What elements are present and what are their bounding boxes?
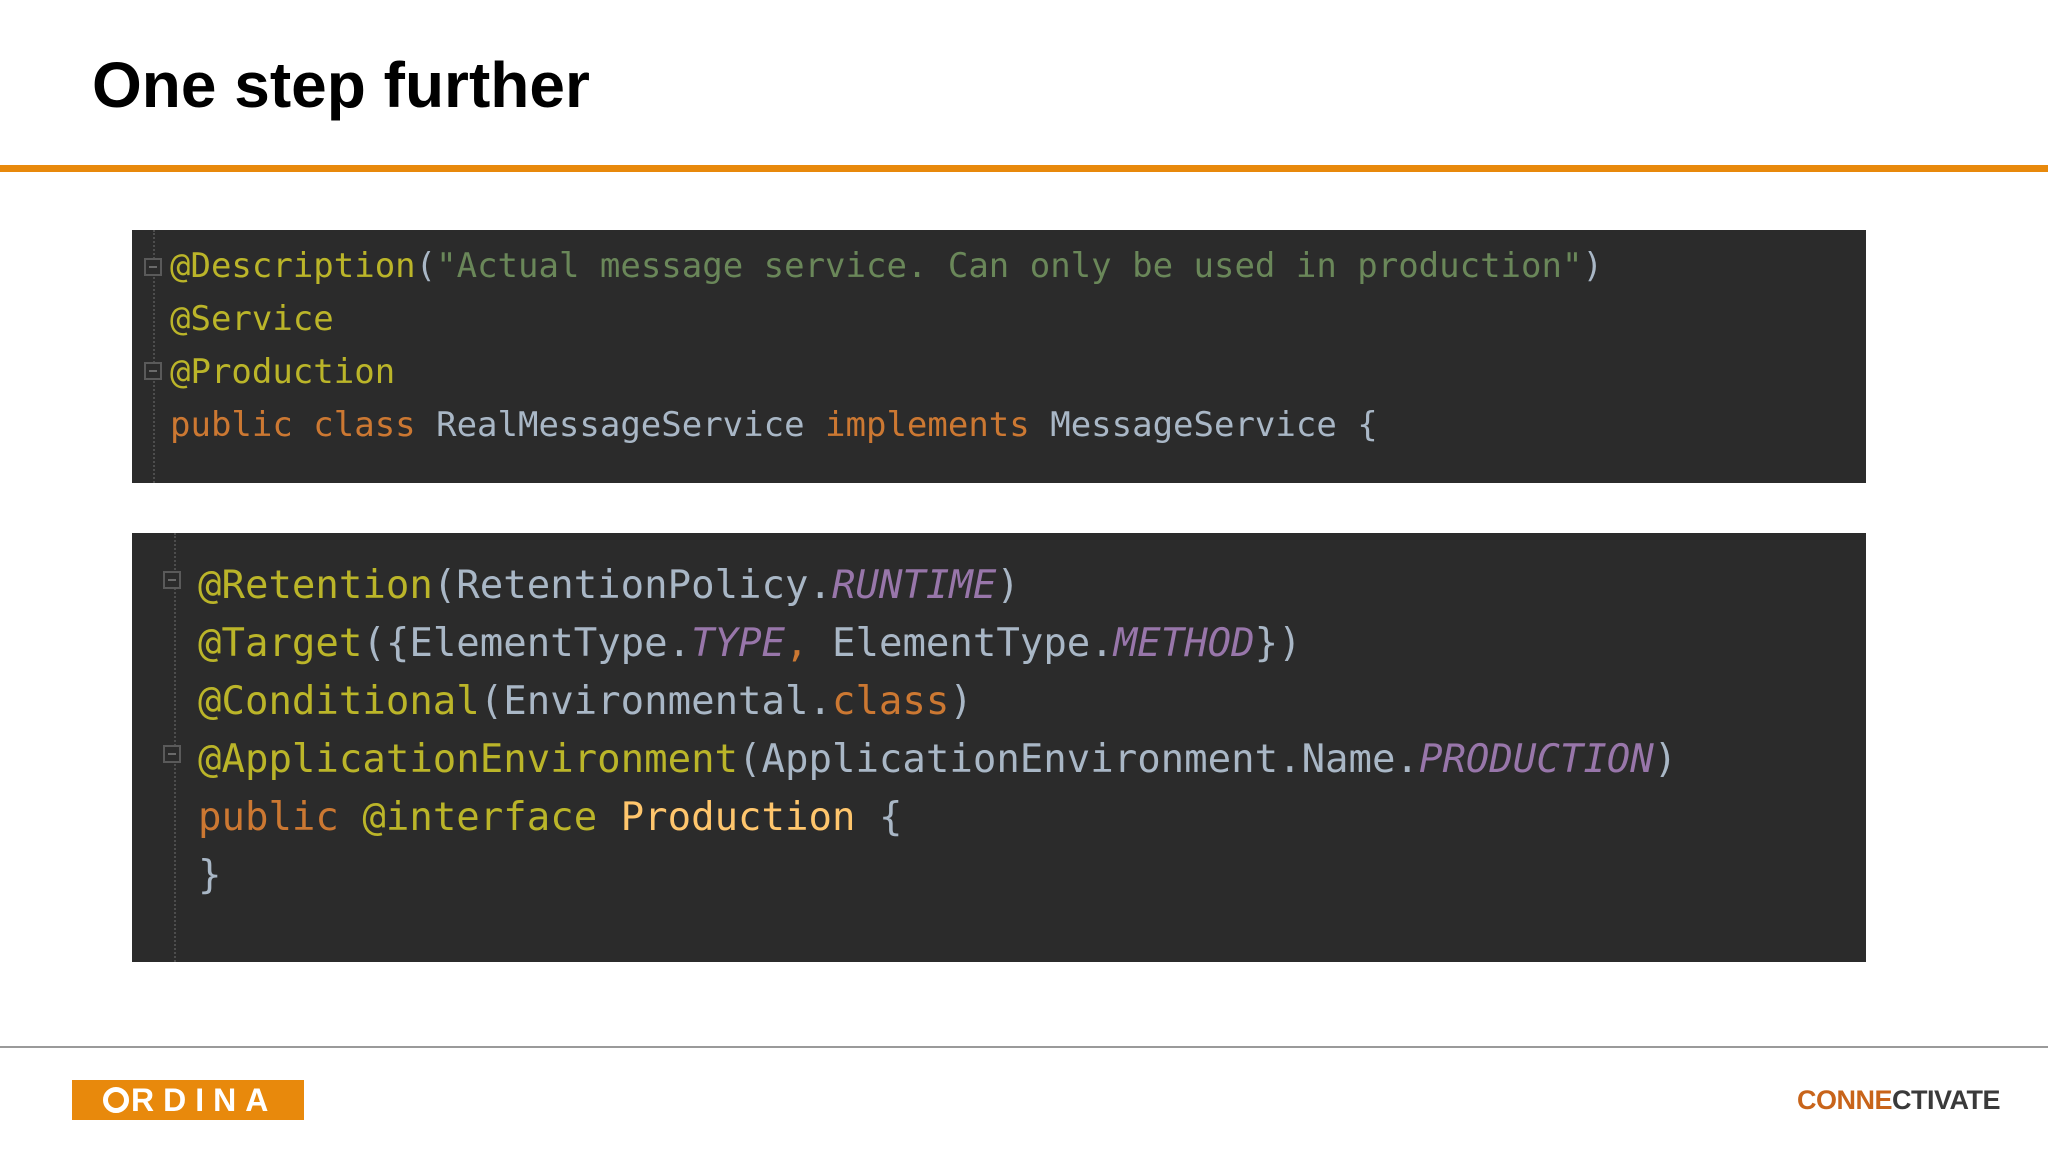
code-line: @Production <box>170 346 395 399</box>
code-token-annotation: @Production <box>170 352 396 392</box>
code-token-annotation: @interface <box>362 795 621 840</box>
code-line: @Target({ElementType.TYPE, ElementType.M… <box>198 615 1302 673</box>
footer-rule <box>0 1046 2048 1048</box>
ordina-logo-text: RDINA <box>131 1082 278 1118</box>
code-token-annotation: @Description <box>170 246 416 286</box>
code-line: @Description("Actual message service. Ca… <box>170 240 1603 293</box>
code-token-plain: ({ElementType. <box>362 621 692 666</box>
code-token-annotation: @Retention <box>198 563 433 608</box>
code-token-plain: ElementType. <box>832 621 1114 666</box>
code-line: public class RealMessageService implemen… <box>170 399 1378 452</box>
code-token-plain: (ApplicationEnvironment.Name. <box>738 737 1419 782</box>
ordina-logo: RDINA <box>72 1080 304 1120</box>
ordina-o-logo-icon <box>103 1087 129 1113</box>
code-token-keyword: public <box>198 795 363 840</box>
slide-title: One step further <box>92 49 590 121</box>
code-token-constant: RUNTIME <box>831 563 997 608</box>
code-token-keyword: public class <box>170 405 437 445</box>
code-token-plain: MessageService { <box>1050 405 1378 445</box>
code-token-plain: RealMessageService <box>436 405 826 445</box>
code-line: @Conditional(Environmental.class) <box>198 673 973 731</box>
code-token-annotation: @ApplicationEnvironment <box>198 737 739 782</box>
code-token-plain: }) <box>1254 621 1302 666</box>
code-line: @ApplicationEnvironment(ApplicationEnvir… <box>198 731 1677 789</box>
gutter-guide-line <box>153 230 155 483</box>
connectivate-logo: CONNECTIVATE <box>1796 1082 2001 1118</box>
code-token-classname: Production <box>620 795 879 840</box>
code-line: @Service <box>170 293 334 346</box>
connectivate-logo-part2: CTIVATE <box>1892 1085 2001 1115</box>
code-token-plain: { <box>878 795 903 840</box>
code-screenshot-real-message-service: @Description("Actual message service. Ca… <box>132 230 1866 483</box>
fold-marker-icon <box>144 362 162 380</box>
code-token-keyword: , <box>785 621 832 666</box>
code-token-plain: ) <box>1582 246 1603 286</box>
code-token-plain: ) <box>996 563 1020 608</box>
fold-marker-icon <box>144 258 162 276</box>
code-token-constant: PRODUCTION <box>1418 737 1654 782</box>
code-token-plain: } <box>198 853 222 898</box>
code-token-keyword: class <box>831 679 950 724</box>
code-line: } <box>198 847 221 905</box>
code-token-plain: ) <box>949 679 973 724</box>
code-token-annotation: @Conditional <box>198 679 480 724</box>
fold-marker-icon <box>163 571 181 589</box>
code-token-constant: METHOD <box>1113 621 1255 666</box>
code-token-plain: (Environmental. <box>479 679 832 724</box>
code-token-constant: TYPE <box>691 621 786 666</box>
code-screenshot-production-annotation: @Retention(RetentionPolicy.RUNTIME)@Targ… <box>132 533 1866 962</box>
code-line: public @interface Production { <box>198 789 902 847</box>
code-token-plain: (RetentionPolicy. <box>432 563 832 608</box>
code-token-plain: ) <box>1653 737 1678 782</box>
connectivate-logo-part1: CONNE <box>1796 1085 1893 1115</box>
code-token-annotation: @Target <box>198 621 363 666</box>
code-token-string: "Actual message service. Can only be use… <box>436 246 1583 286</box>
code-token-keyword: implements <box>825 405 1051 445</box>
code-token-plain: ( <box>415 246 437 286</box>
code-line: @Retention(RetentionPolicy.RUNTIME) <box>198 557 1020 615</box>
fold-marker-icon <box>163 745 181 763</box>
title-accent-rule <box>0 165 2048 172</box>
code-token-annotation: @Service <box>170 299 334 339</box>
